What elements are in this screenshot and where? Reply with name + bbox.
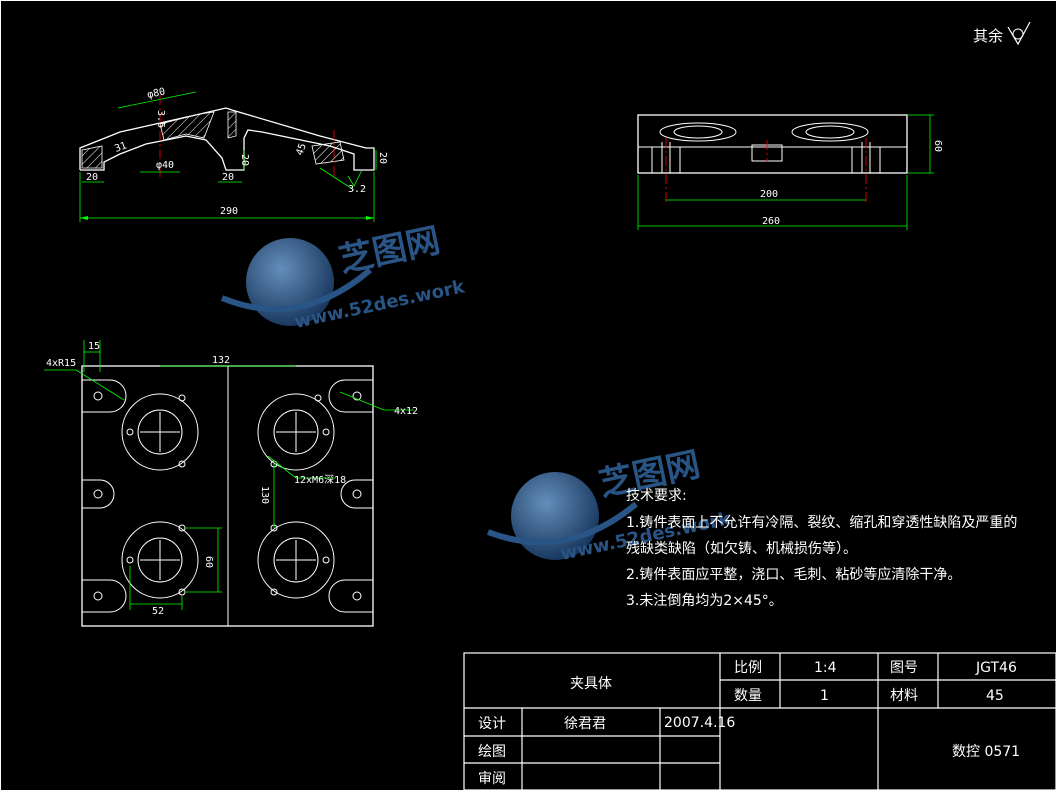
tech-note-3: 3.未注倒角均为2×45°。 (626, 593, 783, 609)
svg-text:132: 132 (212, 355, 230, 366)
drawing-no-value: JGT46 (975, 660, 1017, 676)
svg-text:130: 130 (259, 486, 270, 504)
svg-text:3.5: 3.5 (155, 110, 166, 128)
svg-text:20: 20 (239, 154, 250, 166)
technical-requirements: 技术要求: 1.铸件表面上不允许有冷隔、裂纹、缩孔和穿透性缺陷及严重的 残缺类缺… (626, 488, 1017, 609)
svg-text:其余: 其余 (973, 27, 1003, 45)
tech-note-1: 1.铸件表面上不允许有冷隔、裂纹、缩孔和穿透性缺陷及严重的 (626, 515, 1017, 531)
drawing-no-label: 图号 (890, 660, 918, 676)
svg-text:15: 15 (88, 341, 100, 352)
watermark-1: 芝图网 www.52des.work (220, 220, 467, 333)
svg-text:20: 20 (377, 152, 388, 164)
surface-roughness-note: 其余 (973, 21, 1031, 46)
svg-text:290: 290 (220, 206, 238, 217)
org-name: 数控 0571 (952, 744, 1020, 760)
material-value: 45 (986, 688, 1004, 704)
side-view: 200 260 60 (637, 114, 943, 230)
svg-text:3.2: 3.2 (348, 184, 366, 195)
svg-text:4x12: 4x12 (394, 406, 418, 417)
svg-text:60: 60 (203, 556, 214, 568)
svg-text:52: 52 (152, 606, 164, 617)
material-label: 材料 (890, 688, 918, 704)
svg-text:45: 45 (294, 142, 308, 157)
svg-text:φ40: φ40 (156, 160, 174, 171)
designer-name: 徐君君 (564, 716, 606, 732)
svg-text:12xM6深18: 12xM6深18 (294, 474, 346, 486)
plan-view: 15 4xR15 132 4x12 12xM6深18 130 60 52 (44, 340, 418, 627)
design-date: 2007.4.16 (664, 715, 735, 731)
title-block: 夹具体 比例 1:4 图号 JGT46 数量 1 材料 45 设计 徐君君 20… (463, 652, 1057, 791)
part-name: 夹具体 (570, 676, 612, 692)
svg-text:4xR15: 4xR15 (46, 358, 76, 369)
svg-text:芝图网: 芝图网 (336, 220, 444, 280)
draw-label: 绘图 (478, 744, 506, 760)
scale-value: 1:4 (814, 660, 837, 676)
svg-text:20: 20 (222, 172, 234, 183)
svg-text:φ80: φ80 (146, 86, 166, 101)
svg-text:31: 31 (113, 140, 128, 154)
tech-notes-title: 技术要求: (626, 488, 687, 504)
scale-label: 比例 (734, 660, 762, 676)
tech-note-1-cont: 残缺类缺陷（如欠铸、机械损伤等）。 (626, 540, 857, 557)
roughness-check-icon (1007, 21, 1031, 46)
svg-text:60: 60 (932, 140, 943, 152)
qty-label: 数量 (734, 688, 762, 704)
design-label: 设计 (478, 716, 506, 732)
section-view: 290 φ80 φ40 3.5 31 20 20 20 20 45 3.2 (79, 86, 388, 222)
svg-text:260: 260 (762, 216, 780, 227)
svg-text:200: 200 (760, 189, 778, 200)
svg-text:20: 20 (86, 172, 98, 183)
review-label: 审阅 (478, 771, 506, 787)
tech-note-2: 2.铸件表面应平整，浇口、毛刺、粘砂等应清除干净。 (626, 566, 961, 583)
qty-value: 1 (820, 688, 829, 704)
